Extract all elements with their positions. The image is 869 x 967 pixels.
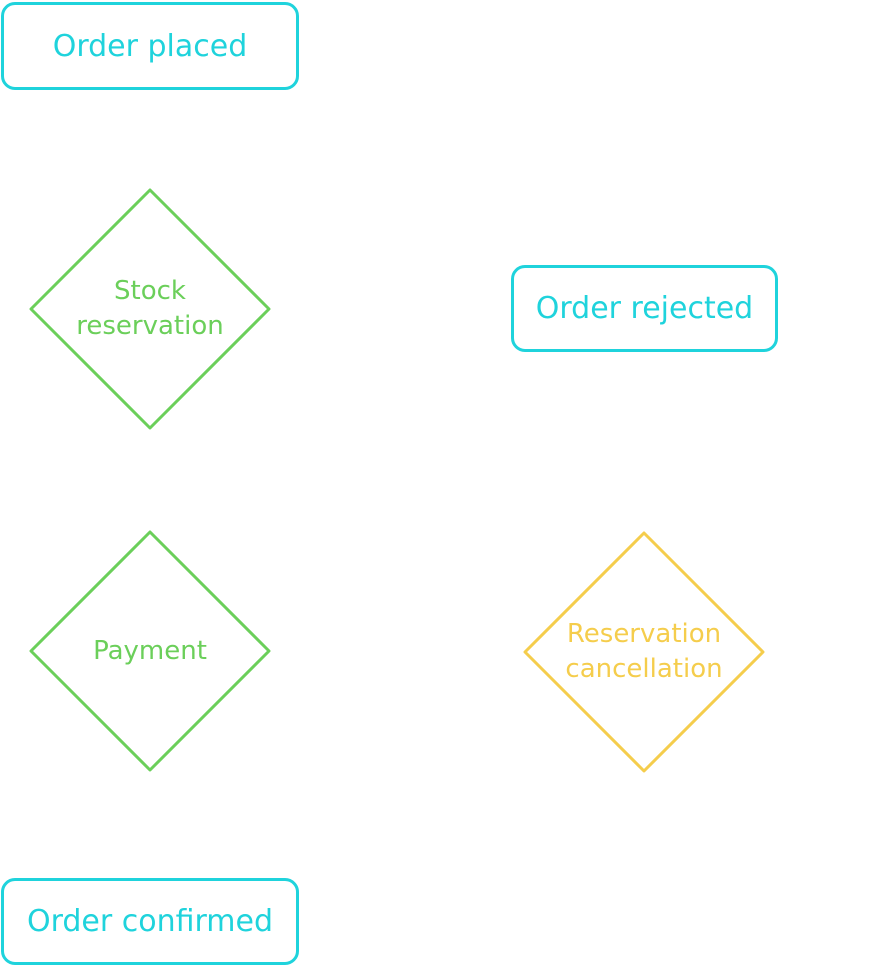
order-rejected-label: Order rejected [535, 291, 754, 326]
payment-shape [29, 530, 271, 772]
payment-label: Payment [93, 635, 207, 666]
reservation-cancellation-shape [523, 531, 765, 773]
order-confirmed-label: Order confirmed [26, 904, 274, 939]
stock-reservation-label-line1: Stock [114, 276, 186, 306]
reservation-cancellation-label-line2: cancellation [565, 654, 723, 684]
payment-node: Payment [29, 530, 271, 772]
stock-reservation-shape [29, 188, 271, 430]
order-placed-node: Order placed [1, 2, 299, 90]
order-placed-label: Order placed [52, 28, 248, 64]
stock-reservation-label-line2: reservation [76, 311, 224, 341]
stock-reservation-node: Stock reservation [29, 188, 271, 430]
order-rejected-node: Order rejected [511, 265, 778, 352]
reservation-cancellation-label-line1: Reservation [566, 619, 722, 649]
order-confirmed-node: Order confirmed [1, 878, 299, 965]
reservation-cancellation-node: Reservation cancellation [523, 531, 765, 773]
